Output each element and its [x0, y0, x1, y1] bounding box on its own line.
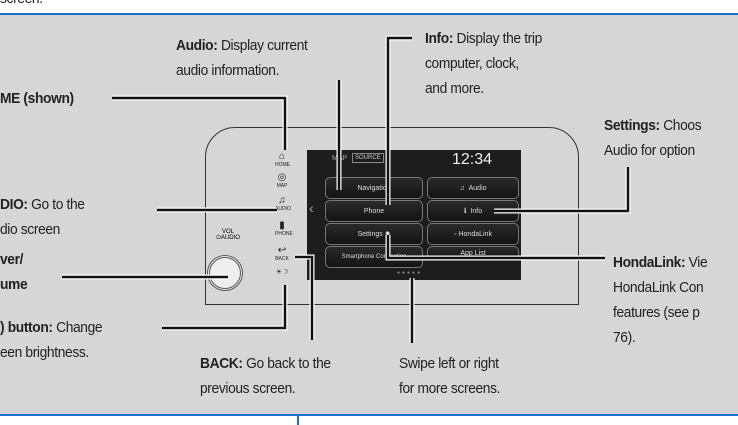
info-icon: ℹ	[463, 208, 467, 215]
knob-label: VOL ⏻AUDIO	[216, 229, 240, 241]
audio-button[interactable]: ♫AUDIO	[275, 195, 291, 213]
top-text: screen.	[0, 0, 43, 11]
audio-icon: ♫	[278, 195, 286, 206]
phone-icon: ▮	[279, 220, 285, 231]
volume-callout: ver/ume	[0, 251, 28, 293]
hondalink-icon: ◦	[454, 230, 457, 238]
head-unit-bezel	[205, 127, 579, 305]
navigation-button[interactable]: Navigation	[325, 177, 423, 199]
phone-screen-button[interactable]: Phone	[325, 200, 423, 222]
clock: 12:34	[452, 151, 493, 168]
prev-screen-arrow[interactable]: ‹	[309, 200, 314, 216]
home-button[interactable]: ⌂HOME	[275, 151, 290, 169]
column-divider	[297, 415, 299, 425]
vol-audio-label: VOL ⏻AUDIO	[211, 229, 245, 241]
home-callout: ME (shown)	[0, 90, 74, 107]
gear-icon: ✹	[384, 231, 391, 238]
settings-button[interactable]: Settings ✹	[325, 223, 423, 245]
back-icon: ↩	[277, 245, 287, 256]
page-indicator-dots: ●●●●●	[397, 270, 423, 276]
brightness-icon: ☀☽	[275, 269, 289, 276]
phone-button[interactable]: ▮PHONE	[275, 220, 293, 238]
audio-screen-button[interactable]: ♫ Audio	[427, 177, 519, 199]
volume-knob[interactable]	[207, 255, 243, 291]
music-icon: ♫	[459, 184, 465, 192]
home-icon: ⌂	[278, 151, 286, 162]
map-button[interactable]: ◎MAP	[276, 172, 288, 190]
back-button[interactable]: ↩BACK	[275, 245, 289, 263]
hondalink-button[interactable]: ◦ HondaLink	[427, 223, 519, 245]
map-icon: ◎	[277, 172, 287, 183]
brightness-button[interactable]: ☀☽	[275, 268, 289, 278]
tab-source[interactable]: SOURCE	[352, 153, 384, 163]
